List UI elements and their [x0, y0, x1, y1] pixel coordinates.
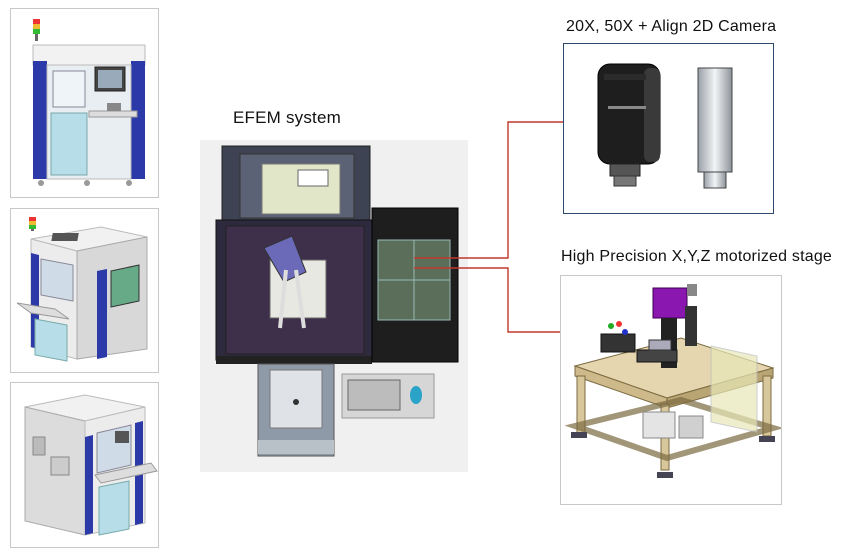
machine-render-side-panel: [10, 382, 159, 548]
stage-connector-line: [414, 267, 560, 333]
machine-render-iso-panel: [10, 208, 159, 373]
machine-iso-image: [16, 217, 148, 362]
camera-label: 20X, 50X + Align 2D Camera: [566, 18, 777, 35]
efem-top-view-image: [215, 145, 459, 457]
efem-system-label: EFEM system: [233, 108, 341, 127]
machine-front-image: [32, 19, 146, 186]
machine-side-image: [24, 394, 158, 536]
camera-box: [563, 43, 774, 214]
efem-top-view: [200, 140, 468, 472]
camera-image: [597, 63, 733, 189]
stage-image: [564, 284, 781, 478]
camera-connector-line: [414, 121, 563, 259]
stage-box: [560, 275, 782, 505]
stage-label: High Precision X,Y,Z motorized stage: [561, 248, 833, 265]
machine-render-front-panel: [10, 8, 159, 198]
